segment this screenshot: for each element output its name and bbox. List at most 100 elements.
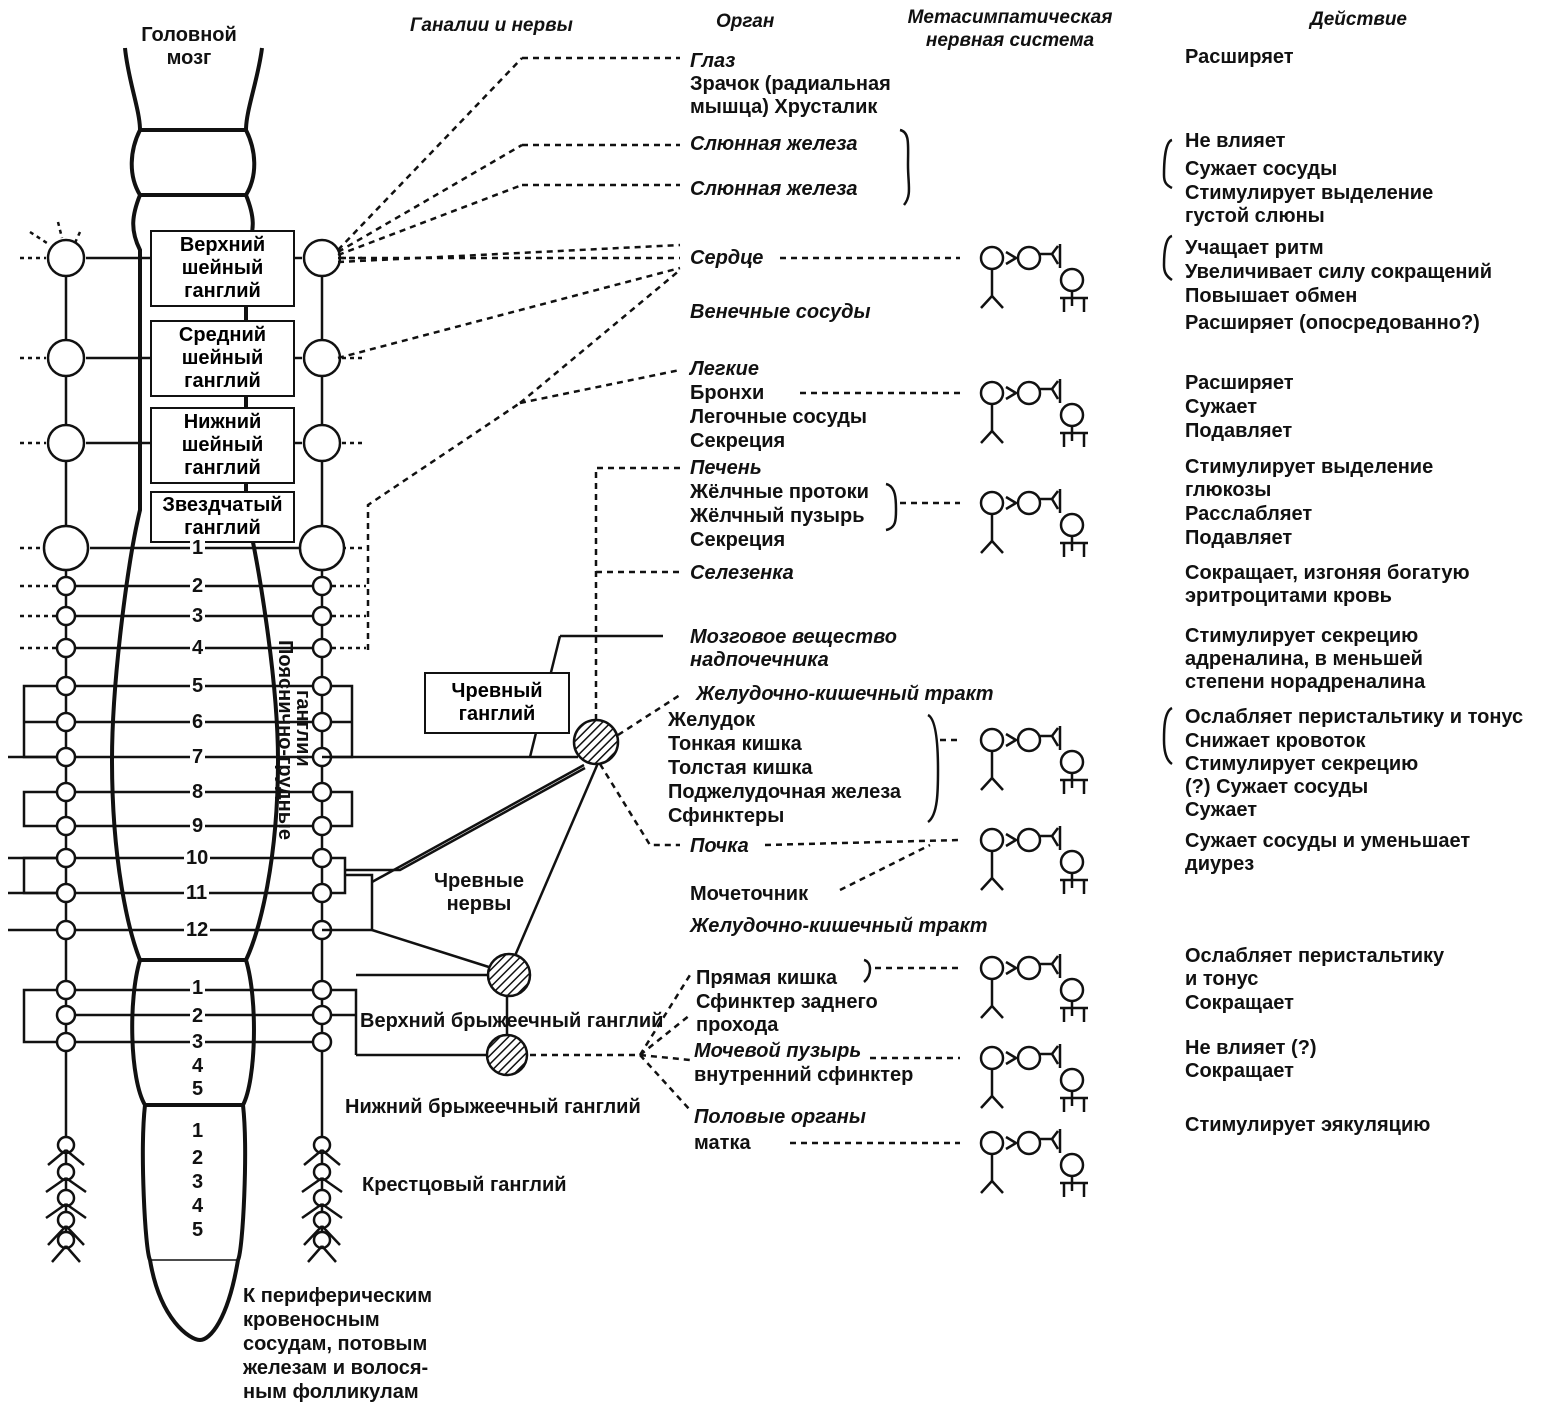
header-brain-line1: Головной bbox=[128, 24, 250, 47]
label-line: железам и волося- bbox=[243, 1356, 432, 1380]
sacral-segment-4: 4 bbox=[190, 1195, 205, 1217]
lumbothoracic-label-2: ганглии bbox=[292, 690, 314, 767]
action-17: Ослабляет перистальтику и тонус bbox=[1185, 706, 1523, 729]
label-line: кровеносным bbox=[243, 1308, 432, 1332]
vert-line2: ганглии bbox=[292, 690, 314, 767]
action-14: Подавляет bbox=[1185, 527, 1292, 550]
organ-line: Мозговое вещество bbox=[690, 626, 897, 649]
lumbar-segment-1: 1 bbox=[190, 977, 205, 999]
box-line: ганглий bbox=[184, 370, 261, 393]
sacral-ganglion-label: Крестцовый ганглий bbox=[362, 1174, 567, 1197]
action-line: Стимулирует секрецию bbox=[1185, 625, 1425, 648]
action-7: Повышает обмен bbox=[1185, 285, 1357, 308]
box-line: шейный bbox=[182, 434, 264, 457]
stellate-ganglion-box: Звездчатый ганглий bbox=[150, 491, 295, 543]
action-22: Сужает сосуды и уменьшает диурез bbox=[1185, 830, 1470, 876]
inferior-cervical-ganglion-box: Нижний шейный ганглий bbox=[150, 407, 295, 484]
organ-adrenal: Мозговое вещество надпочечника bbox=[690, 626, 897, 672]
organ-rectum: Прямая кишка bbox=[696, 967, 837, 990]
organ-line: надпочечника bbox=[690, 649, 897, 672]
label-line: Чревные bbox=[424, 870, 534, 893]
organ-pancreas: Поджелудочная железа bbox=[668, 781, 901, 804]
action-27: Стимулирует эякуляцию bbox=[1185, 1114, 1430, 1137]
thoracic-segment-1: 1 bbox=[190, 537, 205, 559]
organ-salivary-2: Слюнная железа bbox=[690, 178, 858, 201]
action-1: Расширяет bbox=[1185, 46, 1294, 69]
organ-line: Сфинктер заднего bbox=[696, 991, 878, 1014]
lumbar-segment-4: 4 bbox=[190, 1055, 205, 1077]
action-2: Не влияет bbox=[1185, 130, 1285, 153]
action-line: адреналина, в меньшей bbox=[1185, 648, 1425, 671]
action-line: густой слюны bbox=[1185, 205, 1433, 228]
organ-lung-secretion: Секреция bbox=[690, 430, 785, 453]
action-23: Ослабляет перистальтику и тонус bbox=[1185, 945, 1444, 991]
organ-lung-vessels: Легочные сосуды bbox=[690, 406, 867, 429]
organ-large-intestine: Толстая кишка bbox=[668, 757, 813, 780]
action-line: Сужает сосуды и уменьшает bbox=[1185, 830, 1470, 853]
action-line: Стимулирует выделение bbox=[1185, 182, 1433, 205]
sacral-segment-1: 1 bbox=[190, 1120, 205, 1142]
header-metasympathetic: Метасимпатическая нервная система bbox=[880, 6, 1140, 52]
box-line: ганглий bbox=[184, 457, 261, 480]
thoracic-segment-6: 6 bbox=[190, 711, 205, 733]
box-line: Чревный bbox=[451, 680, 542, 703]
organ-bile-ducts: Жёлчные протоки bbox=[690, 481, 869, 504]
thoracic-segment-2: 2 bbox=[190, 575, 205, 597]
superior-cervical-ganglion-box: Верхний шейный ганглий bbox=[150, 230, 295, 307]
box-line: Нижний bbox=[184, 411, 262, 434]
box-line: Верхний bbox=[180, 234, 265, 257]
action-26: Сокращает bbox=[1185, 1060, 1294, 1083]
organ-bladder: Мочевой пузырь bbox=[694, 1040, 861, 1063]
sacral-segment-2: 2 bbox=[190, 1147, 205, 1169]
lumbar-segment-3: 3 bbox=[190, 1031, 205, 1053]
header-ganglia: Ганалии и нервы bbox=[410, 14, 573, 37]
lumbar-segment-2: 2 bbox=[190, 1005, 205, 1027]
action-line: глюкозы bbox=[1185, 479, 1433, 502]
middle-cervical-ganglion-box: Средний шейный ганглий bbox=[150, 320, 295, 397]
sacral-segment-5: 5 bbox=[190, 1219, 205, 1241]
action-line: диурез bbox=[1185, 853, 1470, 876]
sacral-segment-3: 3 bbox=[190, 1171, 205, 1193]
action-19: Стимулирует секрецию bbox=[1185, 753, 1418, 776]
box-line: Звездчатый bbox=[162, 494, 282, 517]
action-5: Учащает ритм bbox=[1185, 237, 1324, 260]
action-4: Стимулирует выделение густой слюны bbox=[1185, 182, 1433, 228]
organ-uterus: матка bbox=[694, 1132, 751, 1155]
celiac-nerves-label: Чревные нервы bbox=[424, 870, 534, 916]
organ-bladder-sphincter: внутренний сфинктер bbox=[694, 1064, 913, 1087]
action-21: Сужает bbox=[1185, 799, 1257, 822]
label-line: ным фолликулам bbox=[243, 1380, 432, 1404]
action-10: Сужает bbox=[1185, 396, 1257, 419]
action-line: эритроцитами кровь bbox=[1185, 585, 1470, 608]
organ-line: прохода bbox=[696, 1014, 878, 1037]
action-line: Ослабляет перистальтику bbox=[1185, 945, 1444, 968]
header-meta-line1: Метасимпатическая bbox=[880, 6, 1140, 29]
action-18: Снижает кровоток bbox=[1185, 730, 1366, 753]
organ-gallbladder: Жёлчный пузырь bbox=[690, 505, 865, 528]
action-20: (?) Сужает сосуды bbox=[1185, 776, 1368, 799]
organ-salivary-1: Слюнная железа bbox=[690, 133, 858, 156]
thoracic-segment-8: 8 bbox=[190, 781, 205, 803]
organ-coronary: Венечные сосуды bbox=[690, 301, 871, 324]
thoracic-segment-7: 7 bbox=[190, 746, 205, 768]
thoracic-segment-10: 10 bbox=[184, 847, 210, 869]
organ-kidney: Почка bbox=[690, 835, 749, 858]
box-line: Средний bbox=[179, 324, 266, 347]
header-brain: Головной мозг bbox=[128, 24, 250, 70]
organ-ureter: Мочеточник bbox=[690, 883, 808, 906]
action-3: Сужает сосуды bbox=[1185, 158, 1337, 181]
metasympathetic-icons bbox=[981, 244, 1088, 1197]
organ-liver-secretion: Секреция bbox=[690, 529, 785, 552]
box-line: шейный bbox=[182, 347, 264, 370]
organ-anal-sphincter: Сфинктер заднего прохода bbox=[696, 991, 878, 1037]
organ-liver: Печень bbox=[690, 457, 762, 480]
organ-eye: Глаз bbox=[690, 50, 735, 73]
header-action: Действие bbox=[1310, 8, 1407, 31]
action-line: Сокращает, изгоняя богатую bbox=[1185, 562, 1470, 585]
action-line: Стимулирует выделение bbox=[1185, 456, 1433, 479]
label-line: сосудам, потовым bbox=[243, 1332, 432, 1356]
box-line: ганглий bbox=[459, 703, 536, 726]
action-24: Сокращает bbox=[1185, 992, 1294, 1015]
action-8: Расширяет (опосредованно?) bbox=[1185, 312, 1480, 335]
